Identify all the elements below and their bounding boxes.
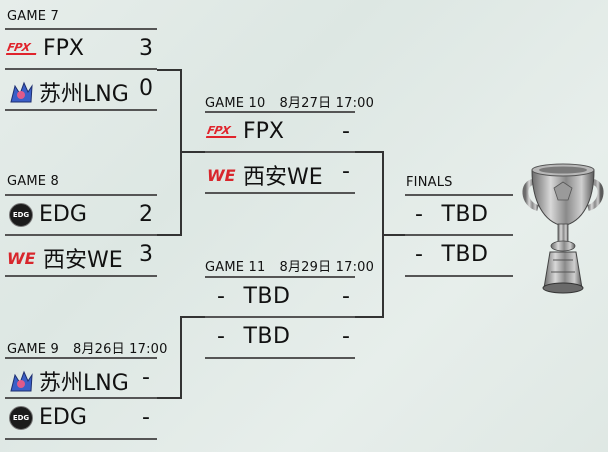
bracket-connector <box>180 316 182 399</box>
team-score: - <box>342 159 350 184</box>
lng-logo <box>7 80 33 104</box>
tbd-dash: - <box>217 284 226 309</box>
finals-row-1: - TBD <box>405 194 513 236</box>
bracket-connector <box>355 151 383 153</box>
match-time: 8月29日 17:00 <box>279 260 375 275</box>
game11-row-2: - TBD - <box>205 316 355 359</box>
team-name: 苏州LNG <box>39 82 129 107</box>
team-score: 3 <box>139 36 153 61</box>
team-name: FPX <box>243 119 284 144</box>
bracket-connector <box>382 234 405 236</box>
edg-logo: EDG <box>9 202 33 227</box>
team-name: TBD <box>243 324 291 349</box>
team-score: - <box>142 405 150 430</box>
game8-label: GAME 8 <box>7 174 60 189</box>
team-score: - <box>342 284 350 309</box>
lng-logo <box>7 369 33 393</box>
team-name: FPX <box>43 36 84 61</box>
match-time: 8月26日 17:00 <box>73 342 168 357</box>
game8-row-1: EDG EDG 2 <box>5 194 157 236</box>
tbd-dash: - <box>415 202 424 227</box>
fpx-logo: FPX <box>5 41 39 55</box>
we-logo: WE <box>7 248 36 268</box>
game9-row-2: EDG EDG - <box>5 397 157 440</box>
team-score: - <box>142 365 150 390</box>
game8-row-2: WE 西安WE 3 <box>5 234 157 277</box>
game7-row-1: FPX FPX 3 <box>5 28 157 70</box>
trophy-icon <box>520 160 606 296</box>
we-logo: WE <box>207 165 236 185</box>
edg-logo: EDG <box>9 405 33 430</box>
bracket-connector <box>180 316 205 318</box>
team-name: 西安WE <box>243 165 323 190</box>
team-score: - <box>342 119 350 144</box>
game7-row-2: 苏州LNG 0 <box>5 68 157 111</box>
game9-row-1: 苏州LNG - <box>5 357 157 399</box>
finals-label: FINALS <box>406 175 453 190</box>
team-name: 苏州LNG <box>39 371 129 396</box>
game7-label: GAME 7 <box>7 9 60 24</box>
tbd-dash: - <box>415 242 424 267</box>
match-time: 8月27日 17:00 <box>279 96 375 111</box>
team-name: EDG <box>39 202 87 227</box>
bracket-connector <box>157 69 181 71</box>
bracket-connector <box>157 397 181 399</box>
bracket-connector <box>180 151 205 153</box>
game11-row-1: - TBD - <box>205 276 355 318</box>
team-name: TBD <box>441 202 489 227</box>
bracket-connector <box>355 316 383 318</box>
fpx-logo: FPX <box>205 124 239 138</box>
game10-row-1: FPX FPX - <box>205 111 355 153</box>
game10-row-2: WE 西安WE - <box>205 151 355 194</box>
finals-row-2: - TBD <box>405 234 513 277</box>
team-name: 西安WE <box>43 248 123 273</box>
team-name: TBD <box>441 242 489 267</box>
team-name: TBD <box>243 284 291 309</box>
team-score: 0 <box>139 76 153 101</box>
team-score: 2 <box>139 202 153 227</box>
bracket-connector <box>157 234 181 236</box>
tbd-dash: - <box>217 324 226 349</box>
team-score: 3 <box>139 242 153 267</box>
team-name: EDG <box>39 405 87 430</box>
team-score: - <box>342 324 350 349</box>
